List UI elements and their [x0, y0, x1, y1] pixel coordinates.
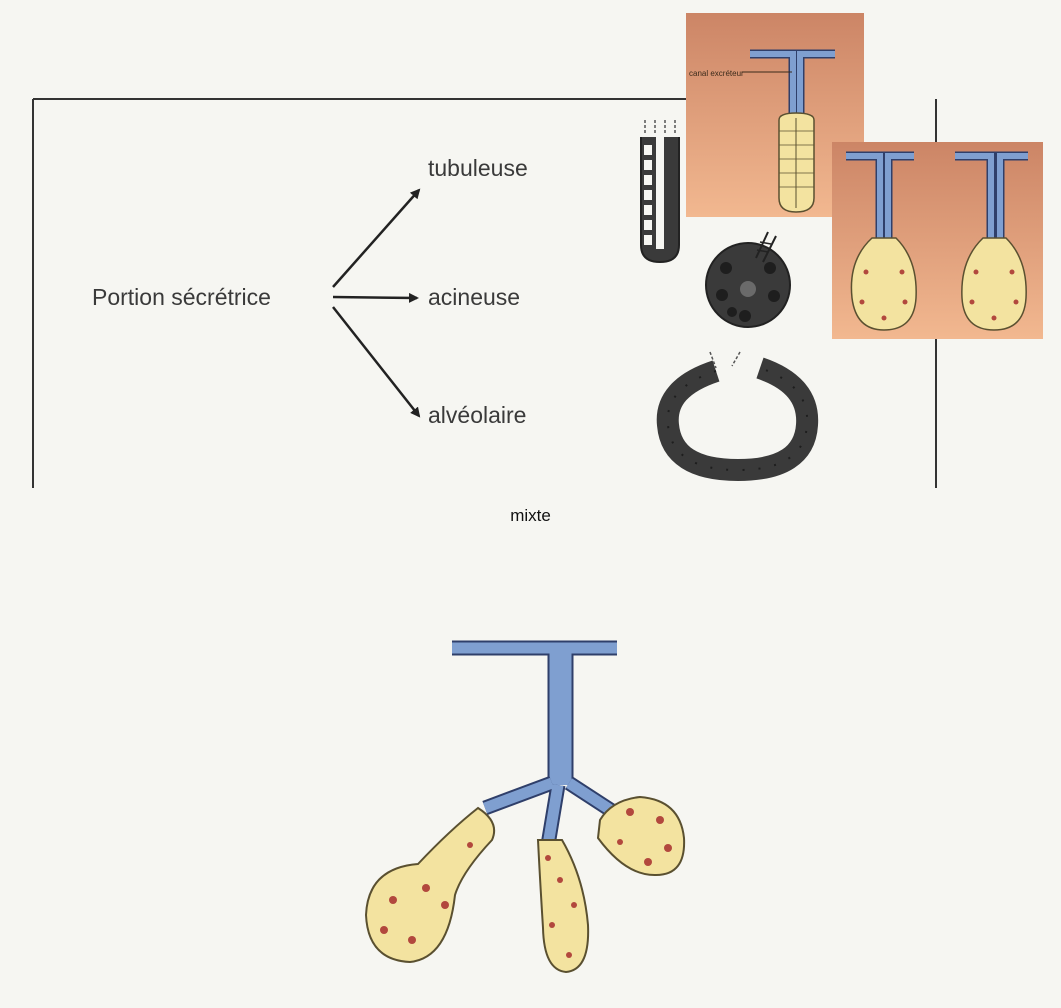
acinar-gland-drawing: [705, 231, 791, 328]
bottom-caption: mixte: [510, 506, 551, 525]
source-label: Portion sécrétrice: [92, 284, 271, 310]
arrow-alveolaire: [332, 306, 421, 418]
branch-arrows: [332, 188, 421, 418]
branch-label-acineuse: acineuse: [428, 284, 521, 310]
inset-branched-photo: [832, 142, 1043, 339]
branch-label-alveolaire: alvéolaire: [428, 402, 527, 428]
canal-excreteur-label: canal excréteur: [689, 69, 744, 78]
tubular-gland-drawing: [640, 120, 680, 264]
mixed-gland-drawing: [364, 640, 686, 974]
arrow-tubuleuse: [332, 188, 421, 288]
arrow-acineuse: [332, 292, 419, 303]
branch-label-tubuleuse: tubuleuse: [428, 155, 528, 181]
alveolar-gland-drawing: [656, 351, 819, 482]
